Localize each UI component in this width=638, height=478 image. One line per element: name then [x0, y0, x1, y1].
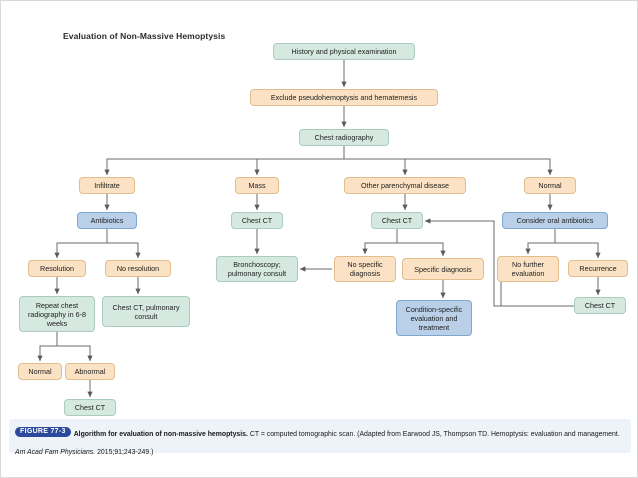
- node-mass[interactable]: Mass: [235, 177, 279, 194]
- node-chest-radiography[interactable]: Chest radiography: [299, 129, 389, 146]
- node-infiltrate[interactable]: Infiltrate: [79, 177, 135, 194]
- node-chest-ct-mass[interactable]: Chest CT: [231, 212, 283, 229]
- node-chest-ct-recurrence[interactable]: Chest CT: [574, 297, 626, 314]
- node-chest-ct-abnormal[interactable]: Chest CT: [64, 399, 116, 416]
- node-recurrence[interactable]: Recurrence: [568, 260, 628, 277]
- node-no-resolution[interactable]: No resolution: [105, 260, 171, 277]
- node-specific-diagnosis[interactable]: Specific diagnosis: [402, 258, 484, 280]
- node-condition-specific-evaluation-treatment[interactable]: Condition-specific evaluation and treatm…: [396, 300, 472, 336]
- node-resolution[interactable]: Resolution: [28, 260, 86, 277]
- node-bronchoscopy-pulmonary-consult[interactable]: Bronchoscopy; pulmonary consult: [216, 256, 298, 282]
- node-exclude-pseudohemoptysis[interactable]: Exclude pseudohemoptysis and hematemesis: [250, 89, 438, 106]
- caption-journal-text: Am Acad Fam Physicians.: [15, 449, 96, 456]
- page-title: Evaluation of Non-Massive Hemoptysis: [63, 31, 226, 41]
- node-chest-ct-other-parenchymal[interactable]: Chest CT: [371, 212, 423, 229]
- caption-main-text: Algorithm for evaluation of non-massive …: [73, 431, 248, 438]
- node-consider-oral-antibiotics[interactable]: Consider oral antibiotics: [502, 212, 608, 229]
- figure-number-badge: FIGURE 77-3: [15, 426, 71, 437]
- connector-layer: [37, 60, 601, 398]
- caption-note-text: CT = computed tomographic scan. (Adapted…: [249, 431, 620, 438]
- node-history-and-physical-examination[interactable]: History and physical examination: [273, 43, 415, 60]
- node-antibiotics[interactable]: Antibiotics: [77, 212, 137, 229]
- node-repeat-chest-radiography[interactable]: Repeat chest radiography in 6-8 weeks: [19, 296, 95, 332]
- node-chest-ct-pulmonary-consult[interactable]: Chest CT, pulmonary consult: [102, 296, 190, 327]
- caption-citation-text: 2015;91;243-249.): [97, 449, 154, 456]
- node-normal-repeat[interactable]: Normal: [18, 363, 62, 380]
- node-normal-radiograph[interactable]: Normal: [524, 177, 576, 194]
- node-no-further-evaluation[interactable]: No further evaluation: [497, 256, 559, 282]
- node-no-specific-diagnosis[interactable]: No specific diagnosis: [334, 256, 396, 282]
- flowchart-canvas: History and physical examination Exclude…: [1, 1, 637, 416]
- node-abnormal[interactable]: Abnormal: [65, 363, 115, 380]
- node-other-parenchymal-disease[interactable]: Other parenchymal disease: [344, 177, 466, 194]
